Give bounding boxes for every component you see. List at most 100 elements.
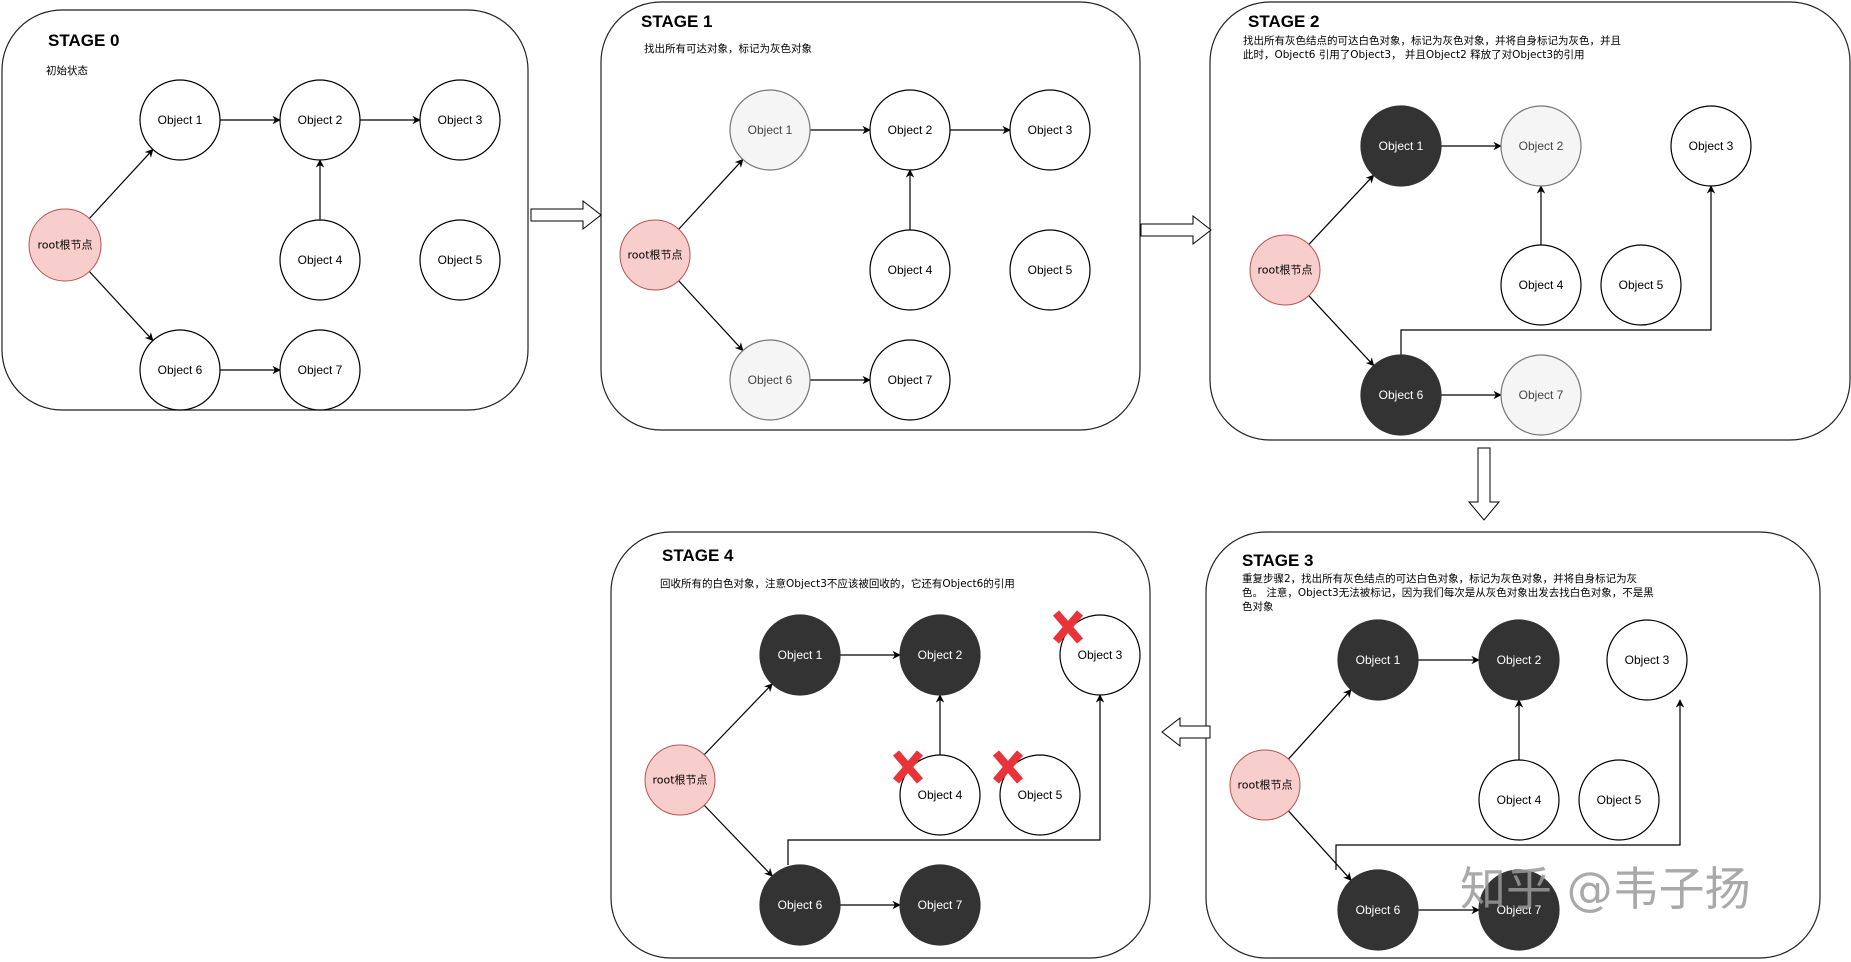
object-node-label: Object 6 [748,373,793,387]
object-node-label: Object 1 [1379,139,1424,153]
object-node-o6: Object 6 [759,864,841,946]
object-node-o3: Object 3 [1670,105,1752,187]
object-node-o1: Object 1 [729,89,811,171]
root-node-label: root根节点 [627,248,682,262]
object-node-o7: Object 7 [869,339,951,421]
object-node-o2: Object 2 [1478,619,1560,701]
object-node-label: Object 2 [918,648,963,662]
object-node-o2: Object 2 [899,614,981,696]
stage-description-line: 初始状态 [46,64,88,77]
object-node-label: Object 3 [438,113,483,127]
object-node-o5: Object 5 [1009,229,1091,311]
stage-frame [610,531,1151,959]
flow-arrow-down-icon [1467,447,1501,521]
object-node-o5: Object 5 [1578,759,1660,841]
stage-description-line: 重复步骤2，找出所有灰色结点的可达白色对象，标记为灰色对象，并将自身标记为灰 [1242,572,1637,585]
edge-root-o1 [703,683,773,756]
object-node-label: Object 3 [1625,653,1670,667]
stage-panel-3: STAGE 3 重复步骤2，找出所有灰色结点的可达白色对象，标记为灰色对象，并将自… [1205,531,1821,959]
root-node: root根节点 [1249,234,1321,306]
object-node-label: Object 2 [298,113,343,127]
stage-title: STAGE 1 [641,12,712,31]
stage-description-line: 找出所有可达对象，标记为灰色对象 [644,42,812,55]
object-node-o6: Object 6 [139,329,221,411]
stage-title: STAGE 3 [1242,551,1313,570]
object-node-label: Object 5 [1597,793,1642,807]
stage-description-line: 此时，Object6 引用了Object3， 并且Object2 释放了对Obj… [1243,48,1585,61]
edge-root-o1 [1308,174,1375,245]
object-node-o4: Object 4 [1500,244,1582,326]
object-node-label: Object 6 [778,898,823,912]
root-node-label: root根节点 [37,238,92,252]
stage-description-line: 色对象 [1242,600,1274,613]
object-node-label: Object 7 [888,373,933,387]
object-node-label: Object 2 [1497,653,1542,667]
collected-x-icon [1052,610,1084,644]
edge-root-o1 [678,158,744,230]
object-node-label: Object 7 [298,363,343,377]
edge-root-o1 [88,148,154,219]
object-node-label: Object 5 [438,253,483,267]
object-node-label: Object 4 [918,788,963,802]
stage-title: STAGE 4 [662,546,734,565]
edge-root-o6 [88,271,154,342]
object-node-o1: Object 1 [1360,105,1442,187]
object-node-label: Object 3 [1078,648,1123,662]
stage-title: STAGE 2 [1248,12,1319,31]
collected-x-icon [892,750,924,784]
object-node-label: Object 1 [158,113,203,127]
object-node-label: Object 7 [1519,388,1564,402]
edge-o6-o3 [787,694,1105,865]
object-node-o4: Object 4 [1478,759,1560,841]
object-node-o3: Object 3 [1606,619,1688,701]
object-node-label: Object 2 [1519,139,1564,153]
object-node-o6: Object 6 [729,339,811,421]
object-node-o6: Object 6 [1337,869,1419,951]
object-node-label: Object 5 [1028,263,1073,277]
edge-root-o6 [1308,295,1375,367]
object-node-label: Object 6 [1356,903,1401,917]
object-node-o4: Object 4 [279,219,361,301]
object-node-o2: Object 2 [279,79,361,161]
object-node-o3: Object 3 [419,79,501,161]
object-node-label: Object 5 [1018,788,1063,802]
object-node-label: Object 2 [888,123,933,137]
object-node-o1: Object 1 [759,614,841,696]
edge-o6-o3 [1335,699,1685,870]
object-node-label: Object 1 [778,648,823,662]
object-node-label: Object 4 [888,263,933,277]
object-node-o2: Object 2 [1500,105,1582,187]
object-node-label: Object 5 [1619,278,1664,292]
object-node-label: Object 1 [748,123,793,137]
object-node-o6: Object 6 [1360,354,1442,436]
object-node-label: Object 7 [1497,903,1542,917]
stage-panel-4: STAGE 4 回收所有的白色对象，注意Object3不应该被回收的，它还有Obj… [610,531,1151,959]
stage-panel-0: STAGE 0 初始状态 root根节点 Object 1 Object 2 Object… [1,9,529,411]
object-node-label: Object 1 [1356,653,1401,667]
root-node-label: root根节点 [652,773,707,787]
edge-root-o6 [703,804,773,877]
stage-title: STAGE 0 [48,31,119,50]
stage-panel-1: STAGE 1 找出所有可达对象，标记为灰色对象 root根节点 Object 1 Ob… [600,1,1141,431]
edge-root-o1 [1288,689,1352,760]
object-node-label: Object 6 [158,363,203,377]
root-node: root根节点 [1229,749,1301,821]
object-node-o7: Object 7 [899,864,981,946]
watermark-text: 知乎 @韦子扬 [1460,862,1751,916]
object-node-o1: Object 1 [1337,619,1419,701]
object-node-label: Object 4 [298,253,343,267]
stage-description-line: 回收所有的白色对象，注意Object3不应该被回收的，它还有Object6的引用 [660,577,1015,590]
object-node-label: Object 4 [1519,278,1564,292]
edge-o6-o3 [1400,185,1716,355]
edge-root-o6 [678,280,744,352]
collected-x-icon [992,750,1024,784]
edge-root-o6 [1288,810,1352,881]
stage-frame [1,9,529,411]
stage-description-line: 找出所有灰色结点的可达白色对象，标记为灰色对象，并将自身标记为灰色，并且 [1243,34,1621,47]
object-node-o7: Object 7 [279,329,361,411]
object-node-o5: Object 5 [419,219,501,301]
stage-description-line: 色。 注意，Object3无法被标记，因为我们每次是从灰色对象出发去找白色对象，… [1242,586,1654,599]
object-node-o5: Object 5 [1600,244,1682,326]
stage-panel-2: STAGE 2 找出所有灰色结点的可达白色对象，标记为灰色对象，并将自身标记为灰色… [1209,1,1851,441]
